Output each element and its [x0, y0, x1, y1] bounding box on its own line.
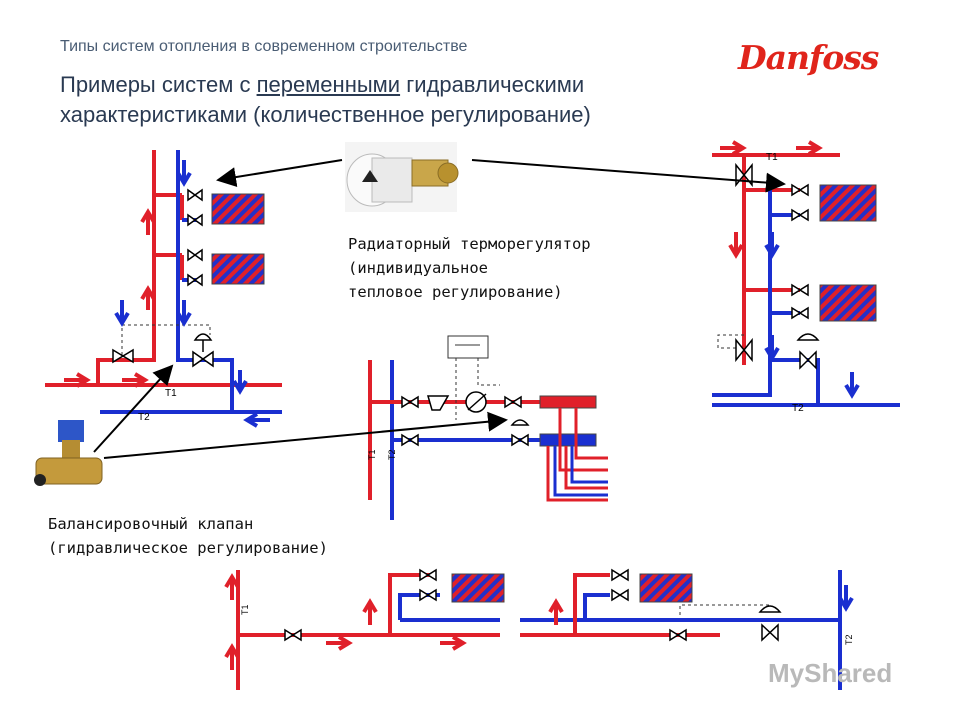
danfoss-logo: Danfoss	[738, 38, 879, 77]
thermostat-caption: Радиаторный терморегулятор (индивидуальн…	[348, 232, 591, 304]
left-riser-system	[45, 150, 282, 428]
thermostat-caption-line-1: Радиаторный терморегулятор	[348, 235, 591, 253]
center-manifold-system	[368, 335, 608, 520]
title-part-2: гидравлическими характеристиками (количе…	[60, 72, 591, 127]
myshared-watermark: MyShared	[768, 658, 893, 688]
bottom-horizontal-system	[224, 568, 854, 690]
balancing-valve-caption: Балансировочный клапан (гидравлическое р…	[48, 512, 328, 560]
t1-label-right: T1	[766, 152, 778, 163]
balancing-valve-photo	[34, 420, 103, 486]
t2-label-left: T2	[138, 412, 150, 423]
t2-label-right: T2	[792, 403, 804, 414]
t1-label-bottom: T1	[240, 604, 250, 615]
balancing-caption-line-1: Балансировочный клапан	[48, 515, 254, 533]
title-underlined-word: переменными	[256, 72, 401, 97]
thermostat-caption-line-3: тепловое регулирование)	[348, 283, 563, 301]
title-part-1: Примеры систем с	[60, 72, 257, 97]
slide-subtitle: Типы систем отопления в современном стро…	[60, 38, 468, 55]
balancing-caption-line-2: (гидравлическое регулирование)	[48, 539, 328, 557]
thermostat-caption-line-2: (индивидуальное	[348, 259, 488, 277]
t2-label-center: T2	[387, 449, 397, 460]
t2-label-bottom: T2	[844, 634, 854, 645]
slide-title: Примеры систем с переменными гидравличес…	[60, 70, 740, 130]
t1-label-left: T1	[165, 388, 177, 399]
t1-label-center: T1	[367, 449, 377, 460]
pointer-arrows	[93, 159, 786, 459]
thermostat-photo	[345, 142, 459, 212]
